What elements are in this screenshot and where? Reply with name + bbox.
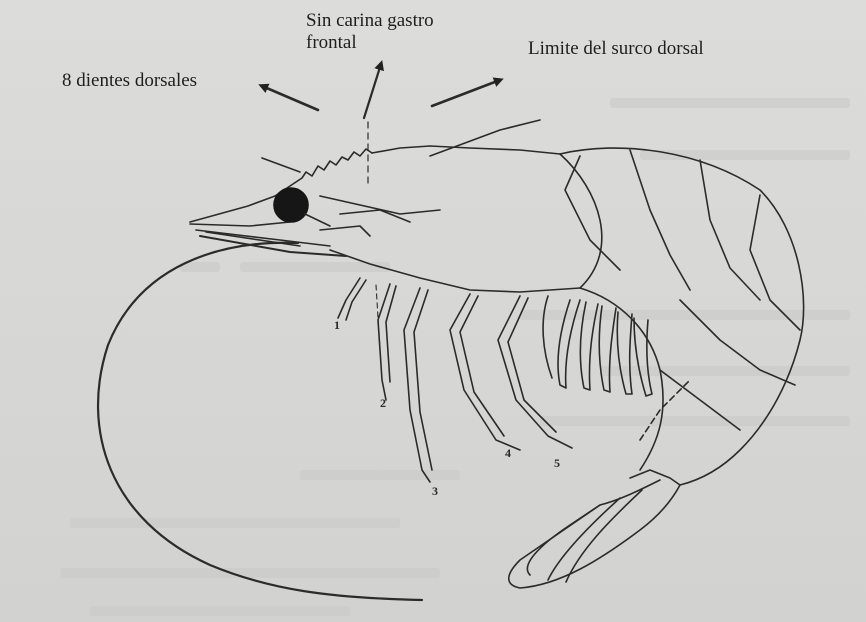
leg-5 <box>498 296 572 448</box>
abdomen-segment <box>565 156 620 270</box>
leg-1 <box>338 278 366 320</box>
label-dorsal-sulcus: Limite del surco dorsal <box>528 38 704 60</box>
abdomen-segment <box>700 160 760 300</box>
eye-stalk <box>305 214 330 226</box>
abdomen-dorsal <box>560 148 804 485</box>
abdomen-segment <box>750 195 800 330</box>
abdomen-segment <box>630 150 690 290</box>
abdomen-segment <box>660 370 740 430</box>
abdomen-segment-dashed <box>640 380 690 440</box>
label-gastro-frontal: Sin carina gastro frontal <box>306 10 466 54</box>
carapace-lower <box>330 250 580 292</box>
leg-number-5: 5 <box>554 456 560 471</box>
telson <box>509 480 680 588</box>
pleopod <box>617 312 632 394</box>
label-dorsal-teeth: 8 dientes dorsales <box>62 70 197 92</box>
antenna <box>98 243 422 600</box>
rostrum-underside <box>190 222 290 226</box>
pleopod <box>580 302 598 390</box>
leg-number-3: 3 <box>432 484 438 499</box>
leg-number-4: 4 <box>505 446 511 461</box>
uropod <box>527 490 642 582</box>
pleopod <box>634 318 652 396</box>
arrow-gastro-frontal <box>364 64 381 118</box>
carapace <box>372 146 560 154</box>
arrow-dorsal-sulcus <box>432 80 500 106</box>
leg-3 <box>404 288 432 482</box>
pleopod <box>543 296 552 378</box>
abdomen-segment <box>680 300 795 385</box>
eye <box>274 188 308 222</box>
leg-number-2: 2 <box>380 396 386 411</box>
leg-number-1: 1 <box>334 318 340 333</box>
leg-2 <box>378 284 396 400</box>
arrow-dorsal-teeth <box>262 86 318 110</box>
pleopod <box>599 306 616 392</box>
pleopod <box>558 300 580 388</box>
